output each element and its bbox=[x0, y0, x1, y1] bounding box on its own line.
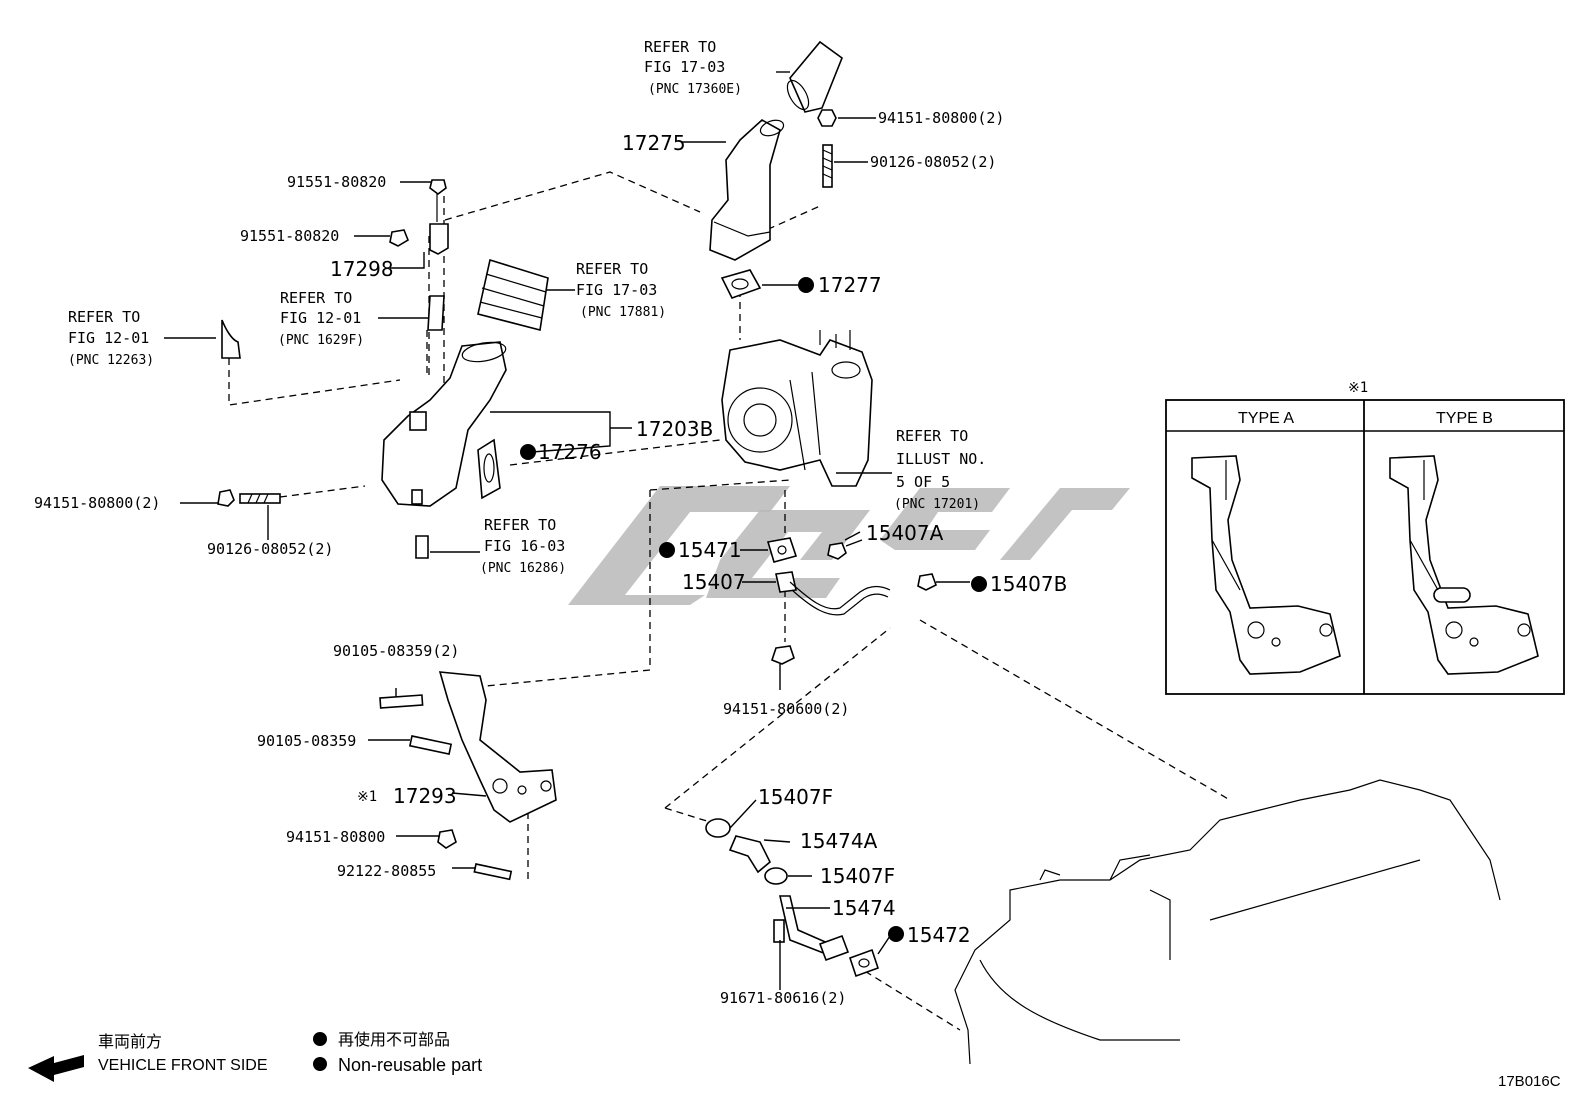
type-a-header: TYPE A bbox=[1238, 410, 1294, 427]
legend-front-en: VEHICLE FRONT SIDE bbox=[98, 1057, 268, 1074]
part-94151-80800[interactable]: 94151-80800 bbox=[286, 828, 385, 846]
part-90126-08052-2-top[interactable]: 90126-08052(2) bbox=[870, 153, 996, 171]
watermark-logo bbox=[568, 486, 1130, 605]
dashed-guide-lines bbox=[228, 171, 1231, 1031]
stud-90126-top bbox=[822, 144, 833, 188]
part-17276[interactable]: 17276 bbox=[538, 440, 602, 464]
part-15471[interactable]: 15471 bbox=[678, 538, 742, 562]
ref-line: ILLUST NO. bbox=[896, 450, 986, 468]
part-90105-08359[interactable]: 90105-08359 bbox=[257, 732, 356, 750]
bracket-type-b bbox=[1389, 455, 1539, 675]
part-17298[interactable]: 17298 bbox=[330, 257, 394, 281]
part-17203b[interactable]: 17203B bbox=[636, 417, 713, 441]
hose-16286 bbox=[415, 535, 429, 559]
ref-line: REFER TO bbox=[68, 308, 140, 326]
part-91551-80820-b[interactable]: 91551-80820 bbox=[240, 227, 339, 245]
ref-fig-12-01-a[interactable]: REFER TO FIG 12-01 (PNC 12263) bbox=[68, 308, 154, 368]
elbow-17275 bbox=[709, 119, 785, 261]
intake-elbow-17203b bbox=[381, 341, 507, 507]
ref-line: REFER TO bbox=[484, 516, 556, 534]
ref-line: (PNC 17881) bbox=[580, 305, 666, 320]
gasket-17277 bbox=[720, 269, 762, 299]
oil-pipe-15407 bbox=[766, 537, 937, 665]
ref-line: (PNC 1629F) bbox=[278, 333, 364, 348]
leader-lines bbox=[164, 71, 970, 990]
part-91671-80616-2[interactable]: 91671-80616(2) bbox=[720, 989, 846, 1007]
ref-fig-16-03[interactable]: REFER TO FIG 16-03 (PNC 16286) bbox=[480, 516, 566, 576]
gasket-17276 bbox=[477, 438, 501, 500]
part-15407a[interactable]: 15407A bbox=[866, 521, 944, 545]
ref-fig-17-03-mid[interactable]: REFER TO FIG 17-03 (PNC 17881) bbox=[576, 260, 666, 320]
part-15472[interactable]: 15472 bbox=[907, 923, 971, 947]
bracket-17293 bbox=[379, 671, 557, 881]
note-mark-1: ※1 bbox=[357, 789, 377, 805]
clamp-bracket-17298 bbox=[389, 179, 449, 255]
ref-line: FIG 16-03 bbox=[484, 537, 565, 555]
part-17277[interactable]: 17277 bbox=[818, 273, 882, 297]
inset-mark: ※1 bbox=[1348, 380, 1368, 396]
ref-line: REFER TO bbox=[576, 260, 648, 278]
bracket-type-a bbox=[1191, 455, 1341, 675]
pipe-12263 bbox=[221, 319, 241, 359]
inset-frame bbox=[1165, 399, 1565, 695]
nut-94151-left bbox=[217, 489, 235, 507]
part-15407f-b[interactable]: 15407F bbox=[820, 864, 895, 888]
ref-line: (PNC 17360E) bbox=[648, 82, 742, 97]
part-94151-80600-2[interactable]: 94151-80600(2) bbox=[723, 700, 849, 718]
ref-line: 5 OF 5 bbox=[896, 473, 950, 491]
front-arrow-icon bbox=[28, 1055, 84, 1082]
stud-90126-left bbox=[239, 493, 281, 504]
non-reusable-markers bbox=[520, 277, 987, 942]
ref-line: FIG 17-03 bbox=[644, 58, 725, 76]
part-15474[interactable]: 15474 bbox=[832, 896, 896, 920]
ref-line: FIG 17-03 bbox=[576, 281, 657, 299]
part-17275[interactable]: 17275 bbox=[622, 131, 686, 155]
part-91551-80820-a[interactable]: 91551-80820 bbox=[287, 173, 386, 191]
legend-nonreuse-jp: 再使用不可部品 bbox=[338, 1031, 450, 1049]
ref-line: (PNC 17201) bbox=[894, 497, 980, 512]
hose-17881 bbox=[477, 258, 549, 331]
turbocharger bbox=[721, 330, 873, 487]
hose-set-15474 bbox=[705, 818, 880, 978]
legend: 車両前方 VEHICLE FRONT SIDE 再使用不可部品 Non-reus… bbox=[28, 1031, 482, 1082]
part-15407[interactable]: 15407 bbox=[682, 570, 746, 594]
part-15407b[interactable]: 15407B bbox=[990, 572, 1067, 596]
type-b-header: TYPE B bbox=[1436, 410, 1493, 427]
part-94151-80800-2-left[interactable]: 94151-80800(2) bbox=[34, 494, 160, 512]
figure-code: 17B016C bbox=[1498, 1073, 1561, 1090]
ref-line: (PNC 16286) bbox=[480, 561, 566, 576]
pipe-1629f bbox=[427, 295, 445, 331]
ref-fig-12-01-b[interactable]: REFER TO FIG 12-01 (PNC 1629F) bbox=[278, 289, 364, 348]
ref-line: REFER TO bbox=[280, 289, 352, 307]
ref-line: (PNC 12263) bbox=[68, 353, 154, 368]
ref-illust-5-of-5[interactable]: REFER TO ILLUST NO. 5 OF 5 (PNC 17201) bbox=[894, 427, 986, 512]
part-94151-80800-2-top[interactable]: 94151-80800(2) bbox=[878, 109, 1004, 127]
part-90126-08052-2-left[interactable]: 90126-08052(2) bbox=[207, 540, 333, 558]
part-15474a[interactable]: 15474A bbox=[800, 829, 878, 853]
nut-94151-top bbox=[817, 109, 837, 127]
ref-line: REFER TO bbox=[644, 38, 716, 56]
type-inset: ※1 TYPE A TYPE B bbox=[1165, 380, 1565, 695]
part-92122-80855[interactable]: 92122-80855 bbox=[337, 862, 436, 880]
part-15407f-a[interactable]: 15407F bbox=[758, 785, 833, 809]
legend-nonreuse-en: Non-reusable part bbox=[338, 1055, 482, 1075]
bullet-icon bbox=[313, 1032, 327, 1046]
bullet-icon bbox=[313, 1057, 327, 1071]
ref-line: FIG 12-01 bbox=[68, 329, 149, 347]
ref-fig-17-03-top[interactable]: REFER TO FIG 17-03 (PNC 17360E) bbox=[644, 38, 742, 97]
part-17293[interactable]: 17293 bbox=[393, 784, 457, 808]
part-90105-08359-2[interactable]: 90105-08359(2) bbox=[333, 642, 459, 660]
legend-front-jp: 車両前方 bbox=[98, 1033, 162, 1051]
ref-line: FIG 12-01 bbox=[280, 309, 361, 327]
part-labels: 94151-80800(2) 90126-08052(2) 17275 9155… bbox=[34, 109, 1067, 1007]
engine-block-outline bbox=[954, 779, 1501, 1065]
air-hose-17360e bbox=[786, 40, 843, 113]
ref-line: REFER TO bbox=[896, 427, 968, 445]
